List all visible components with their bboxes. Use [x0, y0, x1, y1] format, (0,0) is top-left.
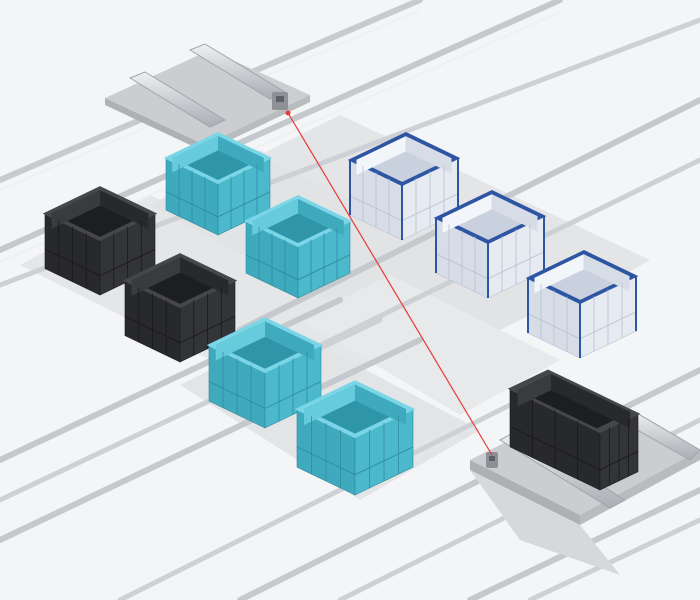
- bin-interior: [303, 384, 407, 434]
- storage-bin-white-blue: [525, 250, 639, 359]
- storage-bin-cyan: [294, 380, 416, 496]
- storage-bin-black: [122, 253, 238, 363]
- bin-inner-wall: [491, 194, 538, 232]
- bin-band: [435, 253, 489, 280]
- bin-band: [124, 315, 181, 344]
- bin-inner-wall: [215, 321, 265, 361]
- storage-bin-cyan: [163, 131, 273, 236]
- bin-inner-wall: [303, 384, 355, 426]
- bin-inner-wall: [405, 136, 452, 174]
- bin-band: [245, 254, 299, 281]
- laser-receiver-icon: [486, 452, 498, 468]
- bins-layer: [42, 131, 641, 496]
- storage-bin-black: [507, 369, 641, 491]
- top-sensor-station: [105, 43, 310, 152]
- rail: [527, 517, 700, 600]
- storage-bin-black: [42, 186, 158, 296]
- bin-inner-wall: [355, 384, 407, 426]
- bin-band: [487, 251, 545, 280]
- bin-band: [264, 381, 322, 409]
- rail: [0, 337, 423, 543]
- bin-band: [296, 446, 356, 476]
- station-floor: [470, 470, 620, 575]
- bin-band: [297, 254, 351, 281]
- station-plate-front: [470, 460, 580, 525]
- bin-band: [599, 451, 639, 471]
- storage-bin-white-blue: [347, 132, 461, 241]
- storage-bin-cyan: [243, 194, 353, 299]
- lane-bottom-right: [300, 275, 560, 415]
- station-plate: [105, 50, 310, 145]
- bin-inner-wall: [252, 199, 298, 236]
- bin-band: [349, 195, 403, 222]
- storage-bin-white-blue: [433, 190, 547, 299]
- station-plate-edge: [105, 98, 205, 152]
- bin-inner-wall: [131, 257, 180, 296]
- bin-inner-wall: [517, 374, 552, 407]
- bin-band: [165, 191, 219, 218]
- bin-inner-wall: [265, 321, 315, 361]
- bin-inner-wall: [583, 254, 630, 292]
- bin-inner-wall: [442, 194, 492, 234]
- rail: [117, 377, 563, 600]
- bin-band: [44, 248, 101, 277]
- extrusion-rail: [128, 71, 227, 128]
- bin-band: [99, 248, 156, 277]
- bin-band: [354, 446, 414, 476]
- bin-inner-wall: [356, 136, 406, 176]
- bin-inner-wall: [100, 190, 149, 229]
- laser-beam: [287, 112, 493, 456]
- bin-inner-wall: [298, 199, 344, 236]
- bin-inner-wall: [51, 190, 100, 229]
- bin-interior: [51, 190, 149, 237]
- bin-inner-wall: [180, 257, 229, 296]
- bin-band: [217, 191, 271, 218]
- bin-band: [179, 315, 236, 344]
- bin-inner-wall: [172, 136, 218, 173]
- bin-band: [509, 426, 601, 471]
- bin-band: [401, 193, 459, 222]
- bin-band: [208, 381, 266, 409]
- bin-band: [579, 311, 637, 340]
- bin-inner-wall: [551, 374, 631, 429]
- bin-inner-wall: [218, 136, 264, 173]
- bin-inner-wall: [534, 254, 584, 294]
- bin-band: [527, 313, 581, 340]
